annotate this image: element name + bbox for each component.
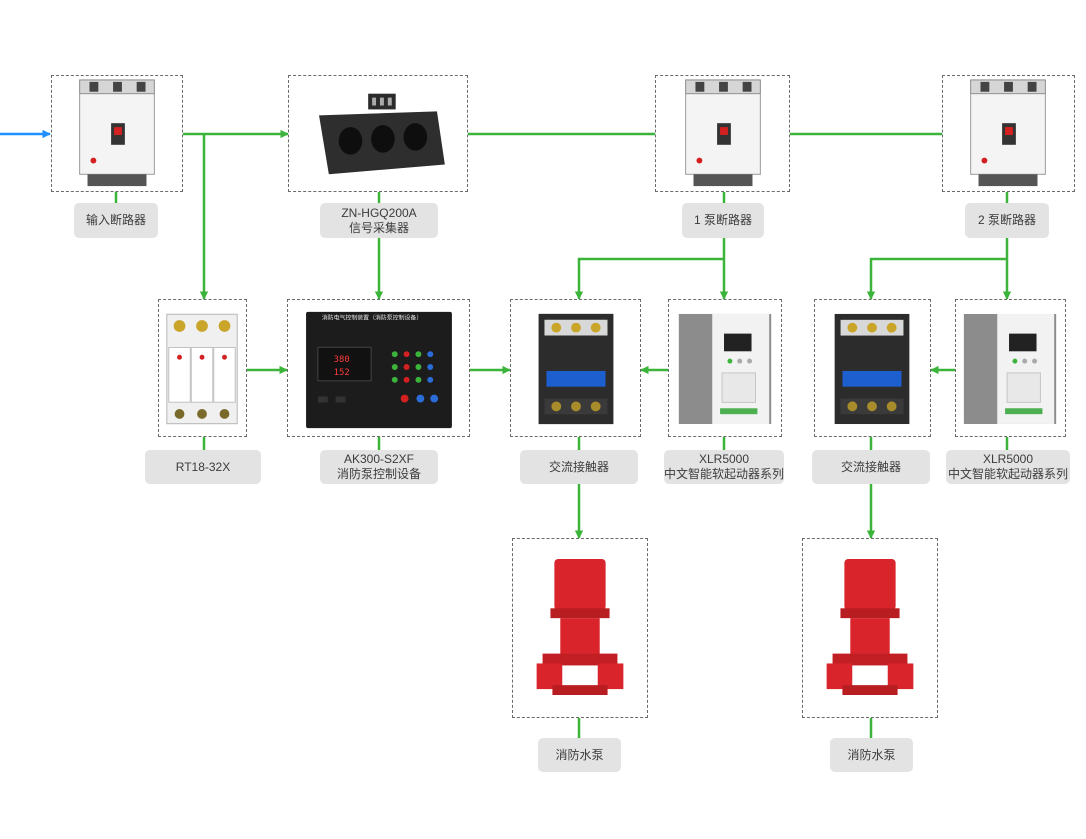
wire-pump1-breaker-to-contactor1 — [574, 257, 724, 300]
soft-starter2-node — [955, 299, 1066, 437]
breaker-icon — [79, 79, 155, 187]
soft-starter2-label: XLR5000 中文智能软起动器系列 — [946, 450, 1070, 484]
input-breaker-label: 输入断路器 — [74, 203, 158, 238]
soft-starter-icon — [963, 313, 1057, 424]
fire-pump-icon — [536, 559, 624, 695]
current-transformer-icon — [319, 93, 445, 175]
display-value-1: 380 — [334, 355, 350, 365]
contactor1-node — [510, 299, 641, 437]
contactor2-label: 交流接触器 — [812, 450, 930, 484]
pump1-label: 消防水泵 — [538, 738, 621, 772]
contactor-icon — [538, 313, 614, 425]
fuse-label: RT18-32X — [145, 450, 261, 484]
pump2-breaker-node — [942, 75, 1075, 192]
pump2-label: 消防水泵 — [830, 738, 913, 772]
pump1-node — [512, 538, 648, 718]
controller-panel-icon: 消防电气控制装置（消防泵控制设备） 380 152 — [306, 311, 452, 429]
pump2-breaker-label: 2 泵断路器 — [965, 203, 1049, 238]
wire-pump2-breaker-to-contactor2 — [866, 257, 1007, 300]
contactor-icon — [834, 313, 910, 425]
fuse-icon — [166, 313, 238, 425]
pump1-breaker-node — [655, 75, 790, 192]
pump1-breaker-label: 1 泵断路器 — [682, 203, 764, 238]
signal-collector-label: ZN-HGQ200A 信号采集器 — [320, 203, 438, 238]
display-value-2: 152 — [334, 368, 350, 378]
breaker-icon — [685, 79, 761, 187]
signal-collector-node — [288, 75, 468, 192]
soft-starter1-label: XLR5000 中文智能软起动器系列 — [664, 450, 784, 484]
soft-starter-icon — [678, 313, 772, 424]
contactor2-node — [814, 299, 931, 437]
panel-title-text: 消防电气控制装置（消防泵控制设备） — [322, 314, 422, 322]
controller-label: AK300-S2XF 消防泵控制设备 — [320, 450, 438, 484]
breaker-icon — [970, 79, 1046, 187]
fire-pump-icon — [826, 559, 914, 695]
contactor1-label: 交流接触器 — [520, 450, 638, 484]
fuse-node — [158, 299, 247, 437]
soft-starter1-node — [668, 299, 782, 437]
input-breaker-node — [51, 75, 183, 192]
pump2-node — [802, 538, 938, 718]
controller-node: 消防电气控制装置（消防泵控制设备） 380 152 — [287, 299, 470, 437]
